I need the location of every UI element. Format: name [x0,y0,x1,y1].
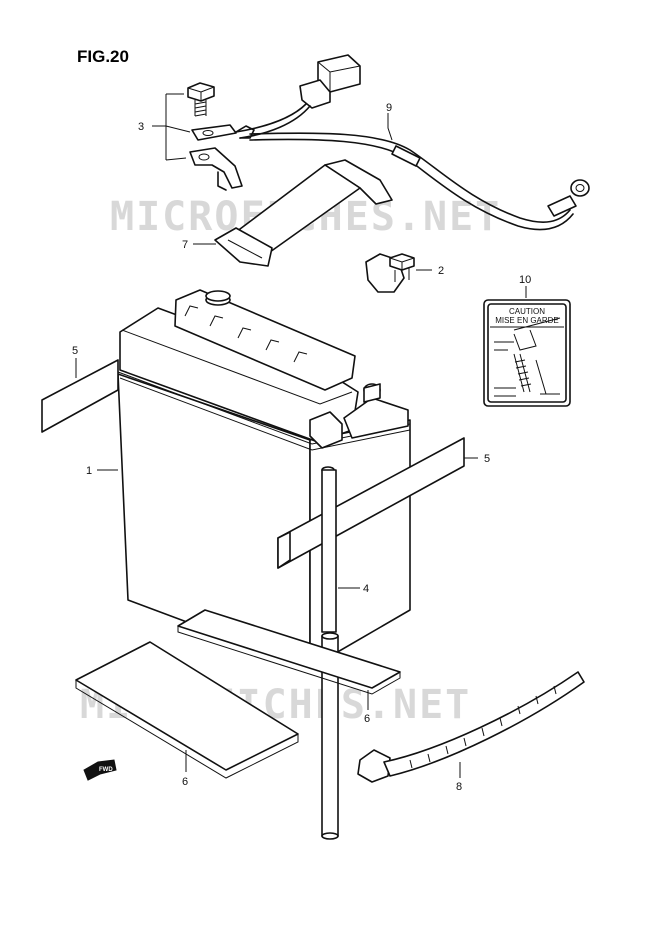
bolt-and-lead-terminal [187,82,243,191]
figure-title: FIG.20 [77,47,129,66]
battery-spacer-left [41,359,119,433]
cable-clamp [357,671,585,783]
leader-3 [152,93,191,161]
lead-wire [235,54,590,231]
caution-label: CAUTION MISE EN GARDE [483,299,571,407]
battery-pad-upper [177,609,401,695]
caution-label-line2: MISE EN GARDE [495,316,559,325]
terminal-bolt [365,253,415,293]
callout-5-right: 5 [484,453,490,465]
callout-1: 1 [86,465,92,477]
caution-label-line1: CAUTION [509,307,545,316]
battery [117,289,411,669]
callout-7: 7 [182,239,188,251]
forward-direction-arrow-icon: FWD [83,759,117,781]
fwd-label: FWD [99,767,113,773]
battery-pad-lower [75,641,299,779]
callout-4: 4 [363,583,369,595]
callout-10: 10 [519,274,531,286]
callout-8: 8 [456,781,462,793]
callout-2: 2 [438,265,444,277]
callout-9: 9 [386,102,392,114]
leader-9 [387,113,393,141]
callout-6-lower: 6 [182,776,188,788]
breather-hose [321,469,339,840]
battery-band [214,159,393,267]
callout-5-left: 5 [72,345,78,357]
callout-6-upper: 6 [364,713,370,725]
callout-3: 3 [138,121,144,133]
